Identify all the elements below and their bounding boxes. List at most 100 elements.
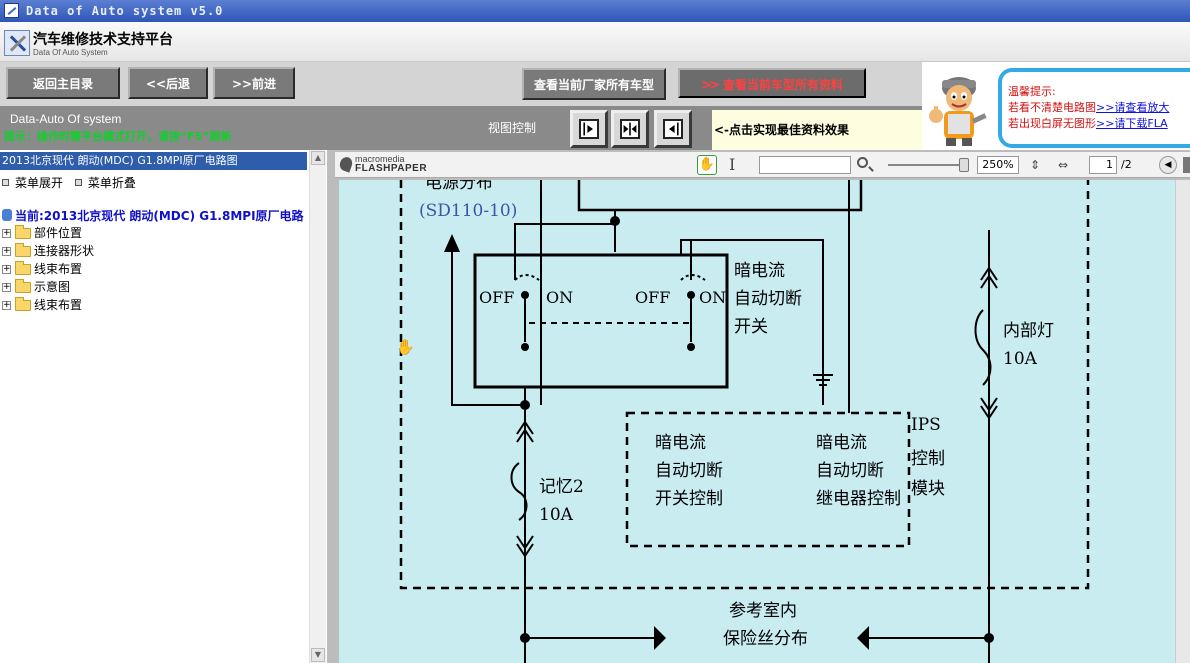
- system-label: Data-Auto Of system: [10, 112, 122, 126]
- tree-node[interactable]: +部件位置: [0, 224, 94, 242]
- hand-tool-icon[interactable]: ✋: [697, 155, 717, 175]
- collapse-menu-button[interactable]: 菜单折叠: [73, 176, 136, 190]
- expand-right-icon: [579, 119, 599, 139]
- diagram-label: 内部灯: [1003, 321, 1054, 341]
- search-input[interactable]: [759, 156, 851, 174]
- page-number-input[interactable]: 1: [1089, 156, 1117, 174]
- view-all-models-button[interactable]: 查看当前厂家所有车型: [522, 68, 666, 100]
- diagram-label: OFF: [635, 288, 670, 307]
- fit-height-icon[interactable]: ⇕: [1029, 158, 1041, 172]
- mechanic-mascot-icon: [929, 77, 987, 146]
- zoom-slider-handle[interactable]: [959, 158, 969, 172]
- expand-square-icon: [2, 179, 9, 186]
- diagram-label: 电源分布: [425, 180, 493, 193]
- folder-icon: [15, 261, 31, 275]
- circuit-diagram-page[interactable]: 电源分布 (SD110-10) OFF ON OFF ON 暗电流 自动切断 开…: [339, 180, 1175, 663]
- diagram-label: 自动切断: [816, 461, 884, 481]
- view-expand-right-button[interactable]: [570, 110, 608, 148]
- folder-icon: [15, 297, 31, 311]
- diagram-label: 暗电流: [816, 433, 867, 453]
- expand-plus-icon[interactable]: +: [2, 264, 11, 274]
- diagram-label: 10A: [1003, 349, 1038, 369]
- diagram-label: 记忆2: [539, 477, 584, 497]
- tree-node-label: 线束布置: [34, 262, 83, 276]
- diagram-label: 暗电流: [734, 261, 785, 281]
- expand-menu-button[interactable]: 菜单展开: [0, 176, 63, 190]
- previous-page-icon[interactable]: ◀: [1159, 156, 1177, 174]
- view-control-label: 视图控制: [488, 121, 537, 135]
- tip-line2-text: 若出现白屏无图形: [1008, 117, 1096, 130]
- tree-node[interactable]: +示意图: [0, 278, 94, 296]
- expand-plus-icon[interactable]: +: [2, 228, 11, 238]
- folder-icon: [15, 225, 31, 239]
- current-doc-label: 当前:2013北京现代 朗动(MDC) G1.8MPI原厂电路: [2, 207, 304, 224]
- zoom-link[interactable]: >>请查看放大: [1096, 101, 1170, 114]
- computer-icon: [2, 209, 12, 221]
- platform-subtitle: Data Of Auto System: [33, 48, 108, 57]
- tip-line1-text: 若看不清楚电路图: [1008, 101, 1096, 114]
- doc-title-bar[interactable]: 2013北京现代 朗动(MDC) G1.8MPI原厂电路图: [0, 152, 307, 170]
- diagram-label: 控制: [911, 449, 945, 469]
- diagram-label: 继电器控制: [816, 489, 901, 509]
- doc-tree: +部件位置 + 连接器形状 + 线束布置 +示意图 + 线束布置: [0, 224, 94, 314]
- diagram-label: ON: [546, 288, 573, 307]
- view-expand-left-button[interactable]: [654, 110, 692, 148]
- tip-box: 温馨提示: 若看不清楚电路图>>请查看放大 若出现白屏无图形>>请下载FLA: [998, 68, 1190, 148]
- scroll-up-arrow-icon[interactable]: ▲: [311, 151, 325, 165]
- brand-bottom: FLASHPAPER: [355, 163, 428, 174]
- viewer-scrollbar[interactable]: [1175, 180, 1190, 663]
- diagram-label: 开关控制: [655, 489, 723, 509]
- header: 汽车维修技术支持平台 Data Of Auto System: [0, 22, 1190, 62]
- app-icon: [4, 3, 19, 18]
- diagram-label: ON: [699, 288, 726, 307]
- tools-logo-icon: [4, 30, 30, 56]
- tip-panel: 温馨提示: 若看不清楚电路图>>请查看放大 若出现白屏无图形>>请下载FLA: [922, 62, 1190, 150]
- text-select-icon[interactable]: I: [729, 155, 736, 174]
- zoom-level[interactable]: 250%: [977, 156, 1019, 174]
- folder-icon: [15, 243, 31, 257]
- info-bar: Data-Auto Of system 提示：操作时需平台模式打开，请按“F5”…: [0, 106, 922, 150]
- view-split-button[interactable]: [611, 110, 649, 148]
- scroll-down-arrow-icon[interactable]: ▼: [311, 648, 325, 662]
- expand-plus-icon[interactable]: +: [2, 246, 11, 256]
- toolbar: 返回主目录 <<后退 >>前进 查看当前厂家所有车型 >>查看当前车型所有资料: [0, 62, 922, 106]
- expand-left-icon: [663, 119, 683, 139]
- hand-cursor-icon: ✋: [396, 338, 415, 356]
- tree-node[interactable]: + 线束布置: [0, 296, 94, 314]
- diagram-label: 自动切断: [655, 461, 723, 481]
- tree-node[interactable]: + 线束布置: [0, 260, 94, 278]
- view-all-docs-label: 查看当前车型所有资料: [722, 78, 843, 92]
- split-view-icon: [620, 119, 640, 139]
- sidebar-scrollbar[interactable]: ▲ ▼: [309, 150, 326, 663]
- tree-node-label: 连接器形状: [34, 244, 95, 258]
- flashpaper-logo-icon: [337, 155, 355, 173]
- double-chevron-icon: >>: [701, 78, 720, 93]
- diagram-label: 10A: [539, 505, 574, 525]
- tree-node-label: 线束布置: [34, 298, 83, 312]
- circuit-diagram: 电源分布 (SD110-10) OFF ON OFF ON 暗电流 自动切断 开…: [399, 180, 1090, 663]
- download-flash-link[interactable]: >>请下载FLA: [1096, 117, 1168, 130]
- forward-button[interactable]: >>前进: [213, 67, 295, 99]
- diagram-label: IPS: [911, 415, 941, 435]
- diagram-label: OFF: [479, 288, 514, 307]
- sidebar: 2013北京现代 朗动(MDC) G1.8MPI原厂电路图 菜单展开 菜单折叠 …: [0, 150, 326, 663]
- zoom-slider[interactable]: [888, 164, 968, 166]
- back-button[interactable]: <<后退: [128, 67, 208, 99]
- diagram-label: 暗电流: [655, 433, 706, 453]
- diagram-label: (SD110-10): [419, 201, 517, 221]
- fit-width-icon[interactable]: ⇔: [1057, 158, 1069, 172]
- search-icon[interactable]: [857, 157, 868, 168]
- collapse-square-icon: [74, 179, 82, 186]
- collapse-menu-label: 菜单折叠: [87, 176, 136, 190]
- print-icon[interactable]: [1183, 157, 1190, 173]
- expand-plus-icon[interactable]: +: [2, 282, 11, 292]
- title-bar: Data of Auto system v5.0: [0, 0, 1190, 22]
- tip-heading: 温馨提示:: [1008, 85, 1056, 98]
- home-button[interactable]: 返回主目录: [6, 67, 120, 99]
- diagram-label: 参考室内: [729, 601, 797, 621]
- diagram-label: 保险丝分布: [723, 629, 808, 649]
- tree-node[interactable]: + 连接器形状: [0, 242, 94, 260]
- expand-plus-icon[interactable]: +: [2, 300, 11, 310]
- view-all-docs-button[interactable]: >>查看当前车型所有资料: [678, 68, 866, 98]
